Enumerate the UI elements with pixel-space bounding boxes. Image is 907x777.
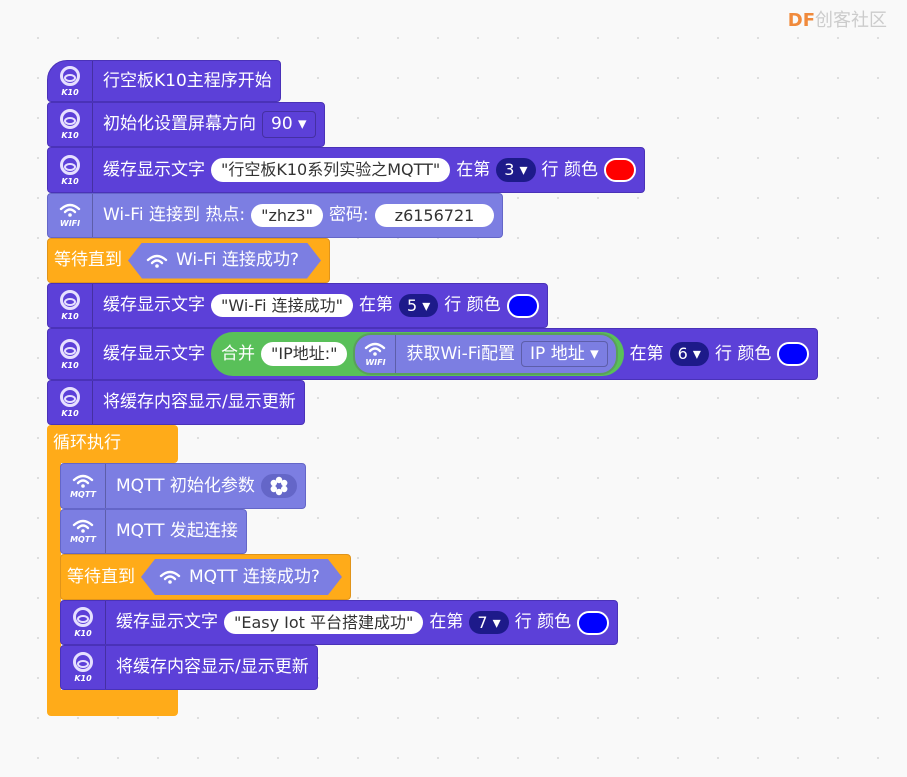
- mqtt-icon: MQTT: [61, 464, 106, 508]
- color-picker[interactable]: [577, 610, 610, 635]
- label: 缓存显示文字: [103, 159, 205, 180]
- label: 等待直到: [54, 250, 122, 271]
- label: 行 颜色: [444, 295, 501, 316]
- color-picker[interactable]: [777, 342, 810, 366]
- password-input[interactable]: z6156721: [374, 203, 495, 228]
- row-dropdown[interactable]: 3 ▾: [496, 158, 536, 182]
- k10-icon: K10: [48, 381, 93, 424]
- forever-loop-block[interactable]: 循环执行: [47, 425, 178, 463]
- mqtt-connect-block[interactable]: MQTT MQTT 发起连接: [60, 509, 247, 554]
- k10-icon: K10: [48, 103, 93, 146]
- mqtt-init-block[interactable]: MQTT MQTT 初始化参数: [60, 463, 306, 509]
- text-input[interactable]: "Wi-Fi 连接成功": [211, 293, 353, 318]
- main-start-block[interactable]: K10 行空板K10主程序开始: [47, 60, 281, 102]
- label: 将缓存内容显示/显示更新: [103, 392, 296, 413]
- k10-icon: K10: [61, 646, 106, 689]
- label: 缓存显示文字: [103, 343, 205, 364]
- color-picker[interactable]: [506, 293, 539, 318]
- label: 缓存显示文字: [103, 295, 205, 316]
- label: 行 颜色: [714, 343, 772, 364]
- refresh-display-block-2[interactable]: K10 将缓存内容显示/显示更新: [60, 645, 318, 690]
- label: Wi-Fi 连接到 热点:: [103, 205, 246, 226]
- row-dropdown[interactable]: 5 ▾: [398, 293, 439, 318]
- label: 等待直到: [67, 566, 135, 587]
- label: MQTT 发起连接: [116, 521, 238, 542]
- wifi-icon: [146, 254, 168, 268]
- loop-bottom: [47, 690, 178, 716]
- label: 在第: [358, 295, 393, 316]
- color-picker[interactable]: [603, 158, 636, 182]
- text-input[interactable]: "Easy Iot 平台搭建成功": [224, 610, 424, 635]
- wait-until-wifi-block[interactable]: 等待直到 Wi-Fi 连接成功?: [47, 238, 330, 283]
- init-screen-block[interactable]: K10 初始化设置屏幕方向 90 ▾: [47, 102, 325, 147]
- df-logo: DF创客社区: [787, 10, 887, 31]
- wifi-icon: WIFI: [355, 335, 397, 373]
- row-dropdown[interactable]: 6 ▾: [669, 342, 709, 366]
- loop-arm: [47, 462, 61, 692]
- wifi-connected-condition[interactable]: Wi-Fi 连接成功?: [128, 243, 321, 279]
- k10-icon: K10: [48, 284, 93, 327]
- label: 缓存显示文字: [116, 612, 218, 633]
- text-input[interactable]: "行空板K10系列实验之MQTT": [211, 158, 451, 182]
- mqtt-icon: [159, 570, 181, 584]
- label: 在第: [429, 612, 464, 633]
- label: MQTT 初始化参数: [116, 475, 255, 496]
- mqtt-icon: MQTT: [61, 510, 106, 553]
- row-dropdown[interactable]: 7 ▾: [469, 610, 509, 635]
- label: 将缓存内容显示/显示更新: [116, 657, 309, 678]
- ip-label-input[interactable]: "IP地址:": [261, 342, 348, 366]
- k10-icon: K10: [48, 61, 93, 101]
- k10-icon: K10: [48, 148, 93, 192]
- label: 初始化设置屏幕方向: [103, 114, 256, 135]
- mqtt-connected-condition[interactable]: MQTT 连接成功?: [141, 559, 342, 595]
- wifi-connect-block[interactable]: WIFI Wi-Fi 连接到 热点:"zhz3"密码:z6156721: [47, 193, 504, 238]
- label: 在第: [456, 159, 491, 180]
- label: 行 颜色: [514, 612, 572, 633]
- orientation-dropdown[interactable]: 90 ▾: [262, 111, 316, 138]
- label: 行 颜色: [541, 159, 598, 180]
- wait-until-mqtt-block[interactable]: 等待直到 MQTT 连接成功?: [60, 554, 351, 600]
- label: 在第: [629, 343, 664, 364]
- refresh-display-block[interactable]: K10 将缓存内容显示/显示更新: [47, 380, 305, 425]
- config-dropdown[interactable]: IP 地址 ▾: [521, 340, 608, 368]
- label: 行空板K10主程序开始: [103, 70, 272, 91]
- gear-icon[interactable]: [260, 474, 297, 498]
- wifi-icon: WIFI: [48, 194, 93, 237]
- k10-icon: K10: [61, 601, 106, 644]
- k10-icon: K10: [48, 329, 93, 379]
- ssid-input[interactable]: "zhz3": [251, 203, 323, 228]
- label: 密码:: [328, 205, 369, 226]
